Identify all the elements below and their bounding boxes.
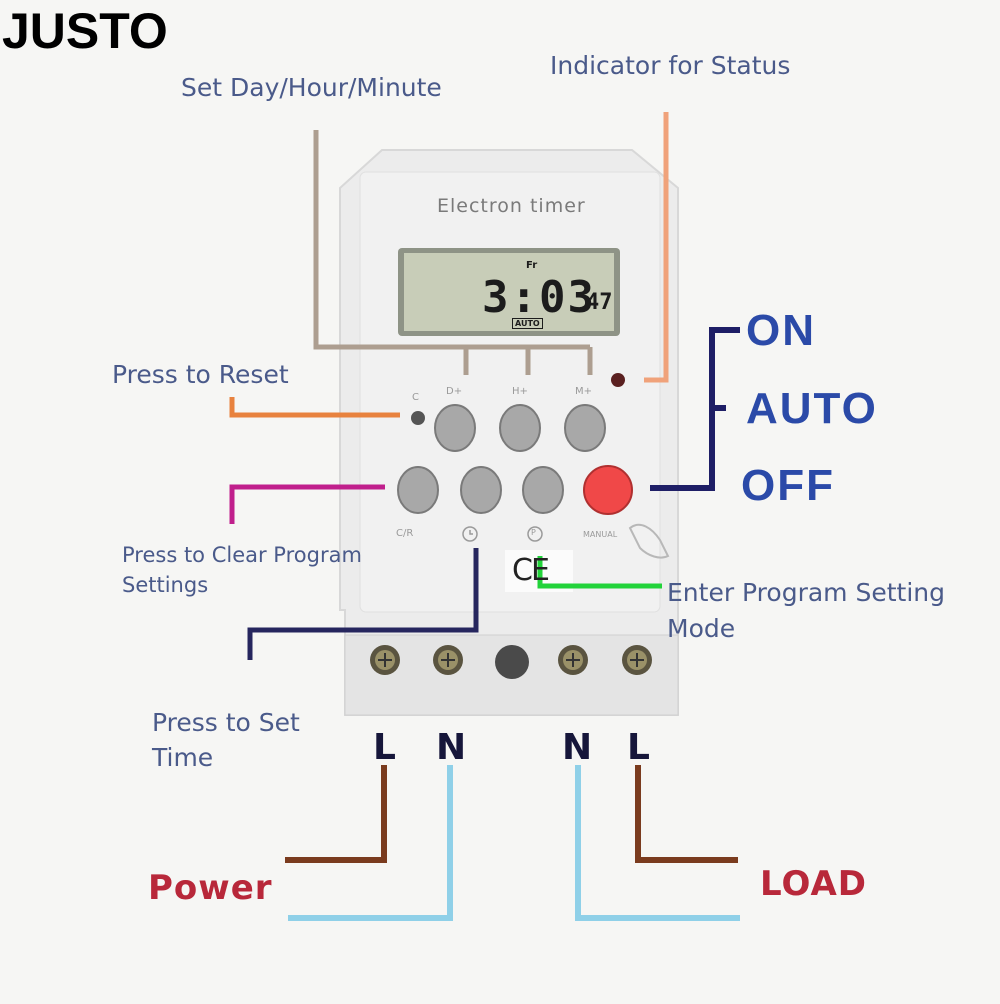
terminal-screw-4: [622, 645, 652, 675]
press-to-clear-label-line2: Settings: [122, 573, 209, 597]
load-label: LOAD: [760, 864, 867, 904]
set-time-pointer: [247, 548, 479, 660]
load-neutral-wire: [575, 765, 740, 921]
set-day-hour-minute-label: Set Day/Hour/Minute: [181, 73, 442, 102]
clock-button: [460, 466, 502, 514]
lcd-mode: AUTO: [512, 318, 543, 329]
day-button-label: D+: [446, 386, 463, 397]
terminal-screw-3: [558, 645, 588, 675]
program-icon: [527, 526, 543, 542]
lcd-time: 3:03: [482, 272, 596, 323]
power-label: Power: [148, 868, 273, 908]
switch-mode-bracket: [650, 327, 740, 491]
terminal-label-power-l: L: [373, 727, 396, 768]
brand-logo: JUSTO: [2, 3, 168, 59]
program-button-label: P: [531, 528, 536, 537]
press-to-set-time-label-line1: Press to Set: [152, 708, 300, 737]
minute-button: [564, 404, 606, 452]
manual-button-label: MANUAL: [583, 530, 618, 539]
switch-mode-on: ON: [746, 306, 816, 355]
lcd-seconds: 47: [586, 290, 613, 315]
set-day-hour-minute-pointer: [313, 130, 593, 375]
switch-mode-auto: AUTO: [746, 384, 878, 433]
terminal-center-hole: [495, 645, 529, 679]
reset-hole: [411, 411, 425, 425]
day-button: [434, 404, 476, 452]
terminal-label-load-n: N: [562, 727, 593, 768]
status-led: [611, 373, 625, 387]
terminal-label-load-l: L: [627, 727, 650, 768]
status-indicator-pointer: [644, 112, 669, 383]
enter-program-setting-label-line2: Mode: [667, 614, 736, 643]
terminal-label-power-n: N: [436, 727, 467, 768]
press-to-reset-label: Press to Reset: [112, 360, 289, 389]
terminal-screw-2: [433, 645, 463, 675]
load-live-wire: [635, 765, 738, 863]
terminal-screw-1: [370, 645, 400, 675]
hour-button: [499, 404, 541, 452]
clear-recall-button: [397, 466, 439, 514]
program-button: [522, 466, 564, 514]
ce-mark: CE: [512, 553, 550, 588]
clear-program-pointer: [229, 484, 385, 524]
lcd-day: Fr: [526, 260, 538, 271]
enter-program-setting-label-line1: Enter Program Setting: [667, 578, 945, 607]
clear-button-label: C: [412, 392, 419, 403]
switch-mode-off: OFF: [741, 461, 835, 510]
lcd-screen: [404, 253, 614, 331]
press-to-set-time-label-line2: Time: [152, 743, 214, 772]
reset-pointer: [229, 397, 400, 418]
hand-pointer-icon: [628, 523, 670, 559]
program-setting-pointer: [537, 556, 662, 589]
manual-button: [583, 465, 633, 515]
hour-button-label: H+: [512, 386, 528, 397]
timer-front-panel: [359, 171, 661, 613]
minute-button-label: M+: [575, 386, 593, 397]
clear-recall-label: C/R: [396, 528, 414, 539]
power-neutral-wire: [288, 765, 453, 921]
device-title: Electron timer: [437, 195, 586, 217]
indicator-for-status-label: Indicator for Status: [550, 51, 791, 80]
press-to-clear-label-line1: Press to Clear Program: [122, 543, 362, 567]
power-live-wire: [285, 765, 387, 863]
clock-icon: [462, 526, 478, 542]
